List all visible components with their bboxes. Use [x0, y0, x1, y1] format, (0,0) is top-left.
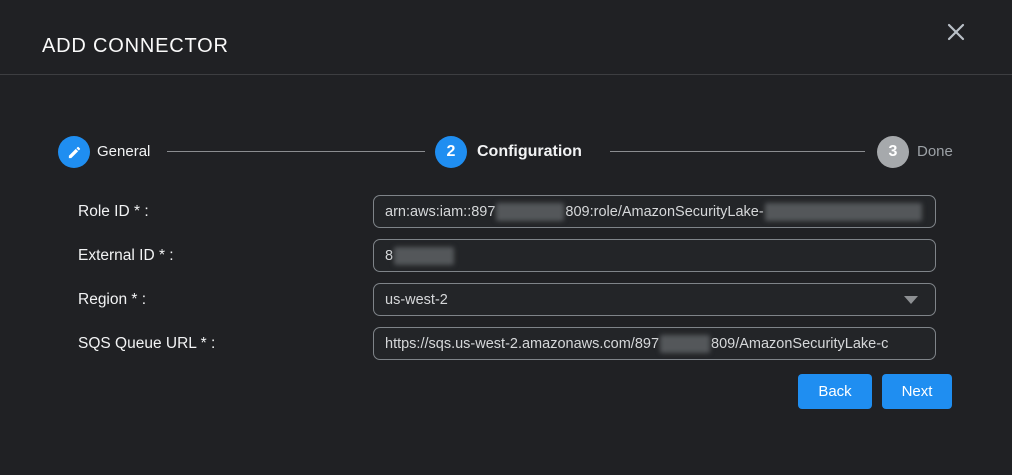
dialog-title: ADD CONNECTOR — [42, 35, 229, 57]
region-select[interactable]: us-west-2 — [373, 283, 936, 316]
step-general-indicator — [58, 136, 90, 168]
redacted-text — [764, 202, 922, 221]
stepper-connector — [610, 151, 865, 152]
sqs-queue-url-label: SQS Queue URL * : — [78, 335, 216, 352]
close-button[interactable] — [942, 18, 970, 46]
external-id-value-prefix: 8 — [385, 247, 394, 264]
role-id-value-prefix: arn:aws:iam::897 — [385, 203, 496, 220]
region-value: us-west-2 — [385, 291, 448, 308]
next-button[interactable]: Next — [882, 374, 952, 409]
redacted-text — [496, 202, 565, 221]
sqs-url-value-suffix: 809/AmazonSecurityLake-c — [711, 335, 889, 352]
redacted-text — [660, 334, 711, 353]
region-label: Region * : — [78, 291, 147, 308]
redacted-text — [394, 246, 455, 265]
sqs-url-value-prefix: https://sqs.us-west-2.amazonaws.com/897 — [385, 335, 660, 352]
chevron-down-icon — [904, 295, 918, 304]
close-icon — [945, 21, 967, 43]
dialog-header: ADD CONNECTOR — [0, 0, 1012, 75]
step-general-label: General — [97, 143, 151, 160]
step-done-label: Done — [917, 143, 953, 160]
role-id-label: Role ID * : — [78, 203, 149, 220]
wizard-stepper: General 2 Configuration 3 Done — [0, 136, 1012, 168]
back-button[interactable]: Back — [798, 374, 872, 409]
step-configuration-indicator: 2 — [435, 136, 467, 168]
stepper-connector — [167, 151, 425, 152]
step-done-indicator: 3 — [877, 136, 909, 168]
step-number: 3 — [888, 143, 898, 160]
external-id-label: External ID * : — [78, 247, 174, 264]
role-id-value-suffix: 809:role/AmazonSecurityLake- — [565, 203, 764, 220]
pencil-icon — [67, 145, 82, 160]
sqs-queue-url-input[interactable]: https://sqs.us-west-2.amazonaws.com/897 … — [373, 327, 936, 360]
role-id-input[interactable]: arn:aws:iam::897 809:role/AmazonSecurity… — [373, 195, 936, 228]
step-configuration-label: Configuration — [477, 143, 582, 160]
step-number: 2 — [446, 143, 456, 160]
external-id-input[interactable]: 8 — [373, 239, 936, 272]
